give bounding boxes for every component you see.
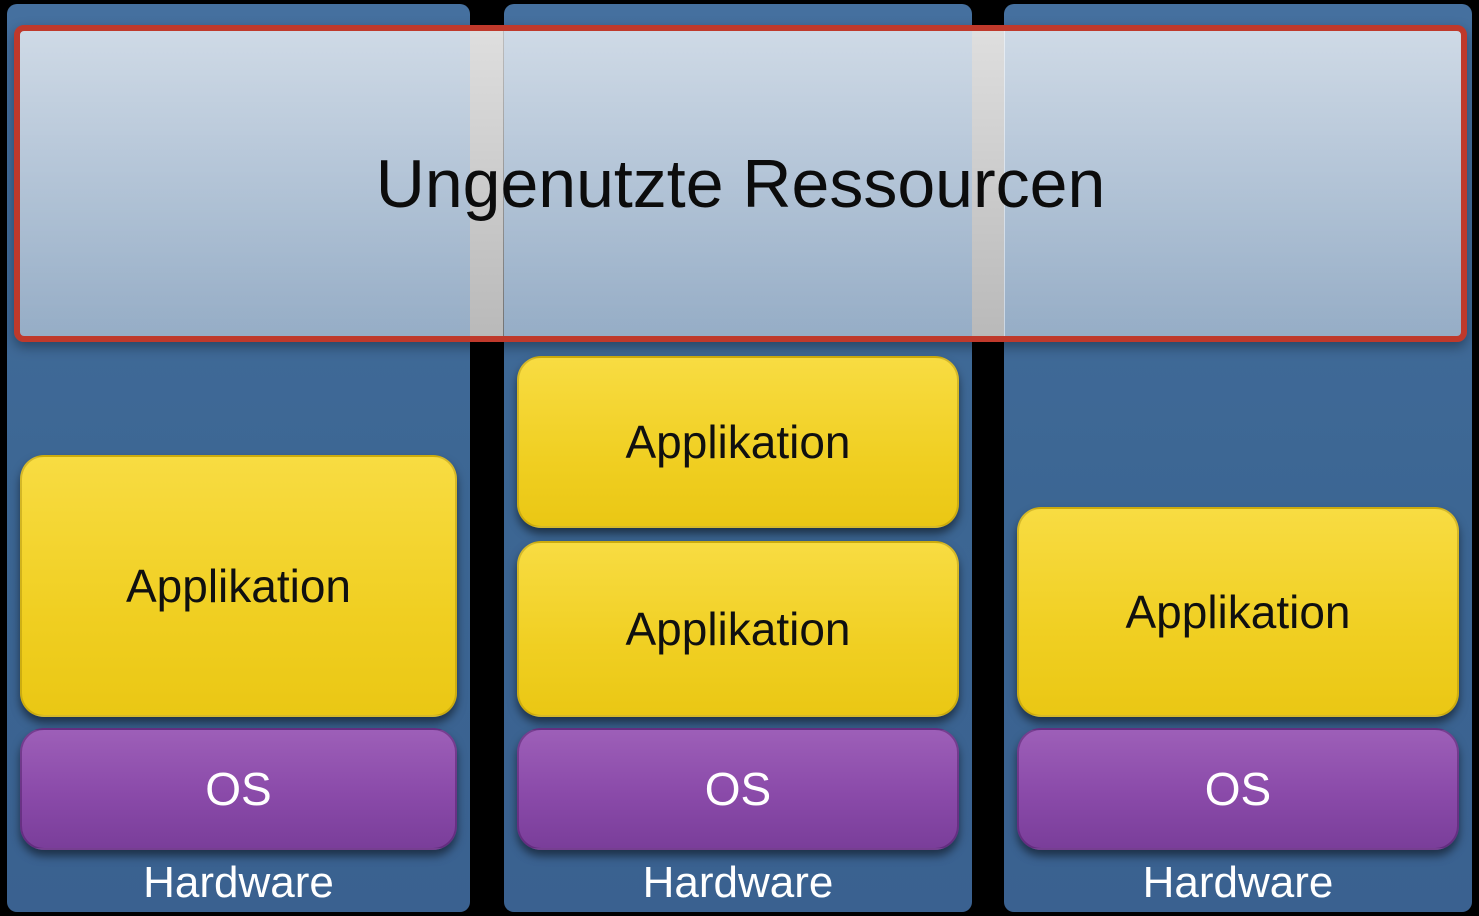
application-box: Applikation	[517, 541, 959, 717]
hardware-label: Hardware	[642, 858, 834, 907]
unused-resources-overlay: Ungenutzte Ressourcen	[14, 25, 1467, 342]
os-box: OS	[517, 728, 959, 850]
application-label: Applikation	[625, 416, 851, 468]
os-box: OS	[20, 728, 457, 850]
os-box: OS	[1017, 728, 1459, 850]
application-label: Applikation	[1125, 586, 1351, 638]
hardware-label: Hardware	[1142, 858, 1334, 907]
column-gap-highlight	[972, 31, 1005, 336]
os-label: OS	[205, 763, 272, 815]
application-label: Applikation	[125, 560, 352, 612]
column-gap-highlight	[470, 31, 503, 336]
application-box: Applikation	[1017, 507, 1459, 717]
unused-resources-label: Ungenutzte Ressourcen	[375, 145, 1106, 222]
os-label: OS	[704, 763, 772, 815]
application-box: Applikation	[20, 455, 457, 717]
application-box: Applikation	[517, 356, 959, 528]
hardware-label: Hardware	[143, 858, 334, 907]
application-label: Applikation	[625, 603, 851, 655]
os-label: OS	[1204, 763, 1272, 815]
